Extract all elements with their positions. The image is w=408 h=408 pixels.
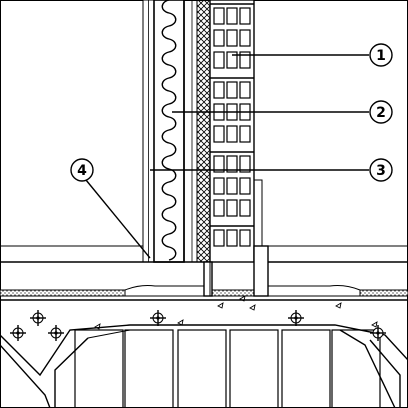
block-cell xyxy=(213,81,225,99)
callout-3-label: 3 xyxy=(376,163,386,179)
block-cell xyxy=(239,125,251,143)
block-cell xyxy=(226,7,238,25)
aggregate-mark xyxy=(177,319,184,326)
callout-2: 2 xyxy=(172,100,393,124)
masonry-block-wall xyxy=(209,0,255,263)
block-cell xyxy=(239,51,251,69)
aggregate-mark xyxy=(239,295,246,302)
floor-finish-right xyxy=(262,245,408,263)
precast-hollow-slab xyxy=(0,324,408,408)
callout-1: 1 xyxy=(232,43,393,67)
aggregate-mark xyxy=(335,302,342,309)
block-cell xyxy=(239,229,251,247)
block-cell xyxy=(213,125,225,143)
block-cell xyxy=(226,199,238,217)
block-cell xyxy=(239,155,251,173)
callout-4: 4 xyxy=(70,158,151,259)
insulation-layer xyxy=(153,0,185,263)
aggregate-mark xyxy=(249,304,256,311)
rebar-marker xyxy=(30,310,46,326)
hollow-core xyxy=(229,329,279,408)
hollow-core xyxy=(281,329,331,408)
block-cell xyxy=(213,229,225,247)
block-cell xyxy=(239,199,251,217)
block-cell xyxy=(213,29,225,47)
rebar-marker xyxy=(288,310,304,326)
block-cell xyxy=(226,155,238,173)
wall-base-plinth xyxy=(203,245,269,297)
block-cell xyxy=(226,125,238,143)
rebar-marker xyxy=(370,325,386,341)
block-cell xyxy=(239,81,251,99)
block-cell xyxy=(239,29,251,47)
rebar-markers xyxy=(10,310,386,341)
block-cell xyxy=(239,177,251,195)
crosshatch-membrane-layer xyxy=(196,0,211,263)
inner-facing-board xyxy=(142,0,155,263)
aggregate-mark xyxy=(371,321,378,328)
block-cell xyxy=(226,81,238,99)
block-cell xyxy=(226,229,238,247)
block-cell xyxy=(213,155,225,173)
floor-finish-left xyxy=(0,245,210,263)
concrete-aggregate xyxy=(94,295,378,330)
block-cell xyxy=(226,177,238,195)
block-cell xyxy=(226,29,238,47)
callout-4-label: 4 xyxy=(77,163,87,179)
rebar-marker xyxy=(10,325,26,341)
rebar-marker xyxy=(150,310,166,326)
block-face-strip xyxy=(254,179,263,247)
block-cell xyxy=(213,51,225,69)
block-cell xyxy=(213,177,225,195)
hollow-core xyxy=(177,329,227,408)
hollow-core xyxy=(124,329,174,408)
aggregate-mark xyxy=(217,302,224,309)
block-cell xyxy=(239,7,251,25)
callout-3: 3 xyxy=(150,158,393,182)
block-cell xyxy=(226,51,238,69)
aggregate-mark xyxy=(94,323,101,330)
hollow-core xyxy=(331,329,381,408)
hollow-core xyxy=(74,329,124,408)
rebar-marker xyxy=(48,325,64,341)
block-cell xyxy=(213,199,225,217)
callout-2-label: 2 xyxy=(376,105,386,121)
callout-1-label: 1 xyxy=(376,48,386,64)
block-cell xyxy=(213,7,225,25)
